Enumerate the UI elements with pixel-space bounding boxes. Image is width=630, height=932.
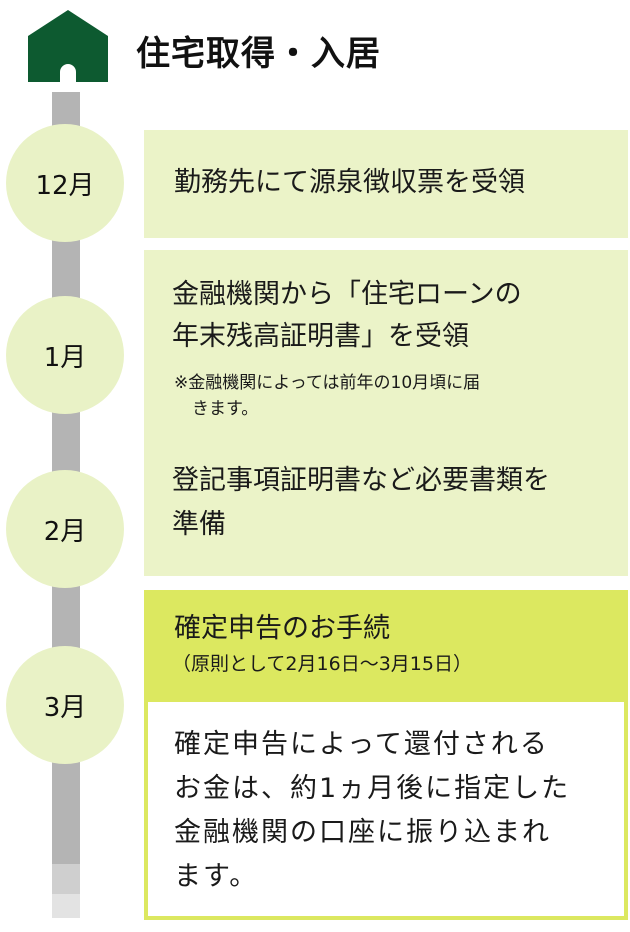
step-february-line1: 登記事項証明書など必要書類を: [172, 465, 550, 496]
step-february-line2: 準備: [172, 509, 226, 540]
timeline-rail-fade: [52, 864, 80, 894]
step-march-body-line1: 確定申告によって還付される: [174, 729, 549, 760]
step-december-panel: 勤務先にて源泉徴収票を受領: [144, 130, 628, 238]
step-march-header: 確定申告のお手続 （原則として2月16日～3月15日）: [144, 590, 628, 702]
step-march-body-line3: 金融機関の口座に振り込まれ: [174, 817, 551, 848]
month-marker: 1月: [6, 296, 124, 414]
house-icon: [28, 10, 108, 82]
step-january-note-line2: きます。: [192, 399, 259, 419]
step-december-text: 勤務先にて源泉徴収票を受領: [174, 167, 525, 198]
page-title: 住宅取得・入居: [136, 34, 381, 74]
step-march-body: 確定申告によって還付される お金は、約1ヵ月後に指定した 金融機関の口座に振り込…: [144, 702, 628, 920]
step-march-title: 確定申告のお手続: [174, 613, 390, 644]
step-january-line1: 金融機関から「住宅ローンの: [172, 279, 522, 310]
step-march-body-line2: お金は、約1ヵ月後に指定した: [174, 773, 571, 804]
step-jan-feb-panel: 金融機関から「住宅ローンの 年末残高証明書」を受領 ※金融機関によっては前年の1…: [144, 250, 628, 576]
step-march-body-line4: ます。: [174, 861, 259, 892]
step-january-note-line1: ※金融機関によっては前年の10月頃に届: [174, 373, 481, 393]
month-marker: 3月: [6, 646, 124, 764]
month-marker: 2月: [6, 470, 124, 588]
step-january-line2: 年末残高証明書」を受領: [172, 321, 469, 352]
month-marker: 12月: [6, 124, 124, 242]
step-march-period: （原則として2月16日～3月15日）: [172, 653, 472, 675]
timeline-rail-end: [52, 894, 80, 918]
